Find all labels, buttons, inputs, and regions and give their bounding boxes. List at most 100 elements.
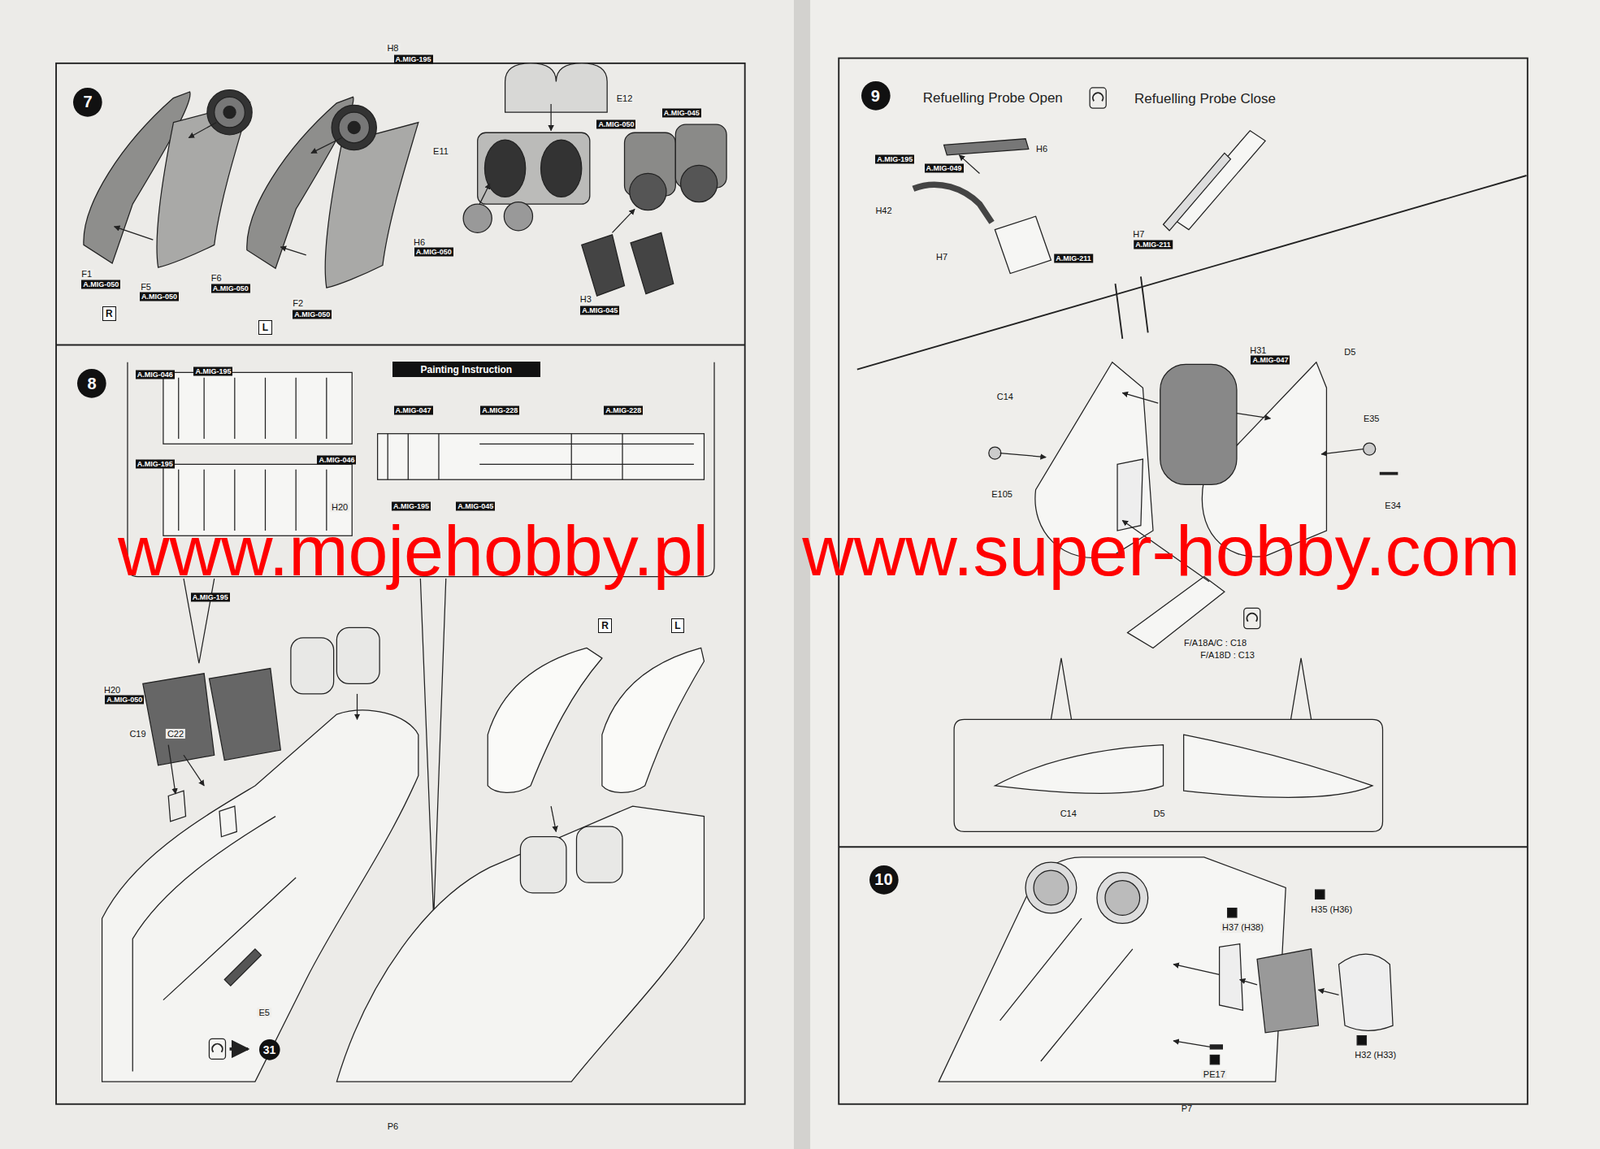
paint-code: A.MIG-195 xyxy=(394,54,434,64)
step-number: 9 xyxy=(871,86,881,106)
part-label: F5 xyxy=(138,281,153,292)
illustration-part xyxy=(611,208,635,233)
part-label: E105 xyxy=(989,489,1015,499)
paint-code: A.MIG-045 xyxy=(455,501,495,511)
illustration-part xyxy=(1318,989,1339,995)
step-number-circle: 31 xyxy=(258,1038,282,1062)
illustration-part xyxy=(1000,453,1047,458)
step-number: 8 xyxy=(86,374,96,394)
illustration-part xyxy=(550,806,556,832)
illustration-part xyxy=(183,578,215,664)
circle-fill xyxy=(73,87,103,118)
paint-code: A.MIG-047 xyxy=(394,405,434,415)
paint-code: A.MIG-046 xyxy=(135,369,175,379)
illustration-part xyxy=(1122,392,1158,404)
illustration-part xyxy=(994,745,1163,794)
illustration-part xyxy=(463,203,492,233)
illustration-part xyxy=(581,234,625,296)
part-label: E12 xyxy=(615,93,635,104)
circle-fill xyxy=(869,865,899,895)
illustration-part xyxy=(1092,92,1104,101)
illustration-part xyxy=(1244,607,1261,629)
circle-fill xyxy=(259,1039,281,1061)
paint-code: A.MIG-195 xyxy=(193,367,233,377)
painting-instruction-box: Painting Instruction xyxy=(392,361,541,378)
part-label: E35 xyxy=(1361,413,1382,424)
page-number: P6 xyxy=(387,1121,399,1132)
watermark: www.mojehobby.pl xyxy=(117,515,709,587)
part-label: E11 xyxy=(431,146,451,157)
illustration-part xyxy=(347,121,360,134)
illustration-part xyxy=(377,433,705,481)
illustration-part xyxy=(214,96,246,128)
illustration-part xyxy=(420,578,446,919)
paint-code: A.MIG-195 xyxy=(190,592,230,602)
part-label: H8 xyxy=(385,43,400,53)
paint-code: A.MIG-228 xyxy=(480,405,520,415)
illustration-part xyxy=(325,122,419,288)
illustration-part xyxy=(1357,1036,1366,1045)
illustration-part xyxy=(680,164,718,202)
illustration-part xyxy=(487,647,603,793)
part-label: C19 xyxy=(127,728,148,739)
part-label: PE17 xyxy=(1201,1069,1228,1080)
illustration-part xyxy=(1173,130,1266,230)
paint-code: A.MIG-050 xyxy=(81,280,121,290)
part-label: H42 xyxy=(873,205,894,216)
illustration-part xyxy=(212,1044,223,1053)
illustration-part xyxy=(602,647,705,793)
side-marker-box: R xyxy=(598,618,612,634)
illustration-part xyxy=(1140,276,1149,333)
illustration-part xyxy=(132,816,296,1072)
illustration-part xyxy=(1105,880,1141,916)
illustration-part xyxy=(208,668,281,761)
illustration-part xyxy=(1050,658,1311,720)
illustration-part xyxy=(1097,872,1149,924)
paint-code: A.MIG-228 xyxy=(603,405,643,415)
illustration-part xyxy=(1115,283,1124,339)
illustration-part xyxy=(168,745,176,794)
part-label: E34 xyxy=(1383,500,1403,511)
step-number: 7 xyxy=(82,92,92,112)
part-label: H20 xyxy=(102,685,122,695)
illustration-part xyxy=(479,183,490,204)
illustration-part xyxy=(114,226,154,240)
watermark: www.super-hobby.com xyxy=(802,515,1521,587)
illustration-part xyxy=(477,132,590,204)
box-label: R xyxy=(105,307,113,320)
illustration-part xyxy=(1227,908,1237,918)
illustration-part xyxy=(102,362,715,1082)
illustration-part xyxy=(1240,979,1258,985)
box-label: L xyxy=(262,321,269,334)
part-label: H31 xyxy=(1248,345,1268,356)
illustration-part xyxy=(576,826,623,883)
paint-code: A.MIG-050 xyxy=(292,309,332,319)
illustration-part xyxy=(838,845,1528,848)
part-label: H6 xyxy=(1034,143,1050,154)
illustration-part xyxy=(223,106,236,119)
illustration-part xyxy=(1209,1044,1223,1050)
part-label: H6 xyxy=(411,237,427,248)
side-marker-box: L xyxy=(671,618,685,634)
step-number-circle: 8 xyxy=(76,368,108,399)
part-label: F1 xyxy=(79,268,94,278)
illustration-part xyxy=(1163,152,1232,230)
illustration-part xyxy=(0,0,798,1149)
illustration-part xyxy=(520,836,567,894)
side-marker-box: L xyxy=(258,320,272,335)
paint-code: A.MIG-047 xyxy=(1250,355,1290,365)
illustration-part xyxy=(1219,944,1244,1011)
illustration-part xyxy=(1363,442,1376,456)
illustration-part xyxy=(224,949,261,986)
illustration-part xyxy=(290,637,334,694)
illustration-part xyxy=(183,754,204,786)
part-label: H20 xyxy=(329,502,350,512)
illustration-part xyxy=(1173,964,1339,1048)
illustration-part xyxy=(1236,413,1271,419)
illustration-part xyxy=(325,122,419,288)
illustration-part xyxy=(938,857,1393,1082)
part-label: H7 xyxy=(1131,229,1146,239)
step-number-circle: 10 xyxy=(868,864,900,896)
